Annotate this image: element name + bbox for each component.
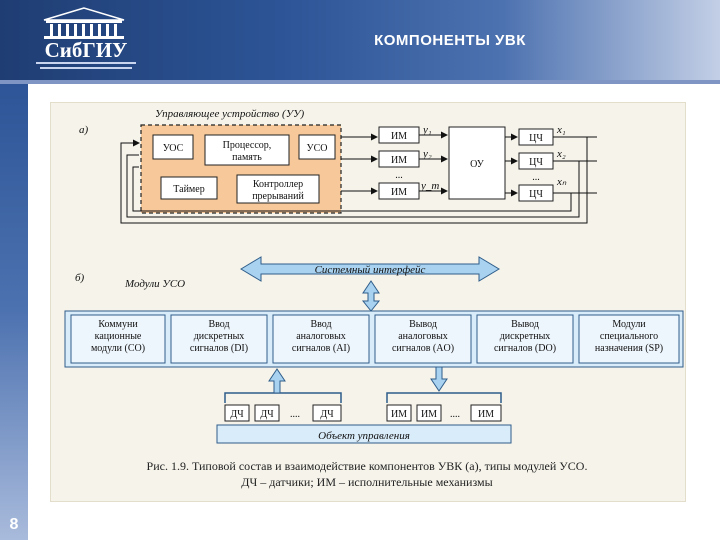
actuator-bracket — [386, 392, 502, 403]
header-rule — [0, 80, 720, 84]
svg-text:сигналов (DO): сигналов (DO) — [494, 343, 556, 354]
page-title: КОМПОНЕНТЫ УВК — [374, 32, 526, 49]
figure-caption: Рис. 1.9. Типовой состав и взаимодействи… — [50, 458, 684, 490]
sensors-to-modules-arrow — [268, 368, 286, 394]
cpu-memory-block — [204, 134, 290, 166]
caption-line-2: ДЧ – датчики; ИМ – исполнительные механи… — [241, 475, 493, 489]
signal-x1: x₁ — [556, 124, 566, 136]
logo-text: СибГИУ — [44, 38, 128, 62]
svg-text:ИМ: ИМ — [391, 409, 407, 420]
ou-label: ОУ — [470, 159, 485, 170]
svg-text:ИМ: ИМ — [478, 409, 494, 420]
svg-text:сигналов (AI): сигналов (AI) — [292, 343, 350, 354]
interrupt-controller-block — [236, 174, 320, 204]
diagram-figure: а) Управляющее устройство (УУ) УОС Проце… — [50, 102, 686, 502]
module-di: Ввод дискретных сигналов (DI) — [170, 314, 268, 364]
module-sp: Модули специального назначения (SP) — [578, 314, 680, 364]
slide-number: 8 — [9, 516, 19, 533]
svg-text:кационные: кационные — [95, 331, 142, 342]
signal-y1: y₁ — [422, 124, 432, 136]
sensor-row: ДЧ ДЧ .... ДЧ — [224, 404, 342, 422]
control-object-label: Объект управления — [318, 430, 410, 442]
im-dots: ... — [395, 170, 403, 181]
left-sidebar-bar — [0, 84, 28, 540]
svg-text:ДЧ: ДЧ — [260, 409, 274, 420]
im-label-2: ИМ — [391, 155, 407, 166]
svg-text:модули (CO): модули (CO) — [91, 343, 145, 354]
svg-text:ДЧ: ДЧ — [320, 409, 334, 420]
timer-label: Таймер — [173, 184, 204, 195]
im-label-m: ИМ — [391, 187, 407, 198]
svg-text:Коммуни: Коммуни — [98, 319, 138, 330]
signal-ym: y_m — [420, 180, 439, 192]
part-a-marker: а) — [79, 124, 89, 136]
svg-text:Модули: Модули — [612, 319, 646, 330]
svg-text:назначения (SP): назначения (SP) — [595, 343, 663, 354]
cpu-label-1: Процессор, — [223, 140, 272, 151]
components-diagram: а) Управляющее устройство (УУ) УОС Проце… — [64, 108, 684, 444]
ou-block — [448, 126, 506, 200]
svg-text:ДЧ: ДЧ — [230, 409, 244, 420]
module-ao: Вывод аналоговых сигналов (AO) — [374, 314, 472, 364]
logo-underline — [36, 62, 136, 64]
building-icon — [43, 7, 125, 39]
svg-text:Ввод: Ввод — [310, 319, 331, 330]
svg-text:Вывод: Вывод — [409, 319, 437, 330]
signal-y2: y₂ — [422, 148, 432, 160]
uos-label: УОС — [163, 143, 184, 154]
chch-label-n: ЦЧ — [529, 189, 543, 200]
svg-text:аналоговых: аналоговых — [398, 331, 448, 342]
modules-to-actuators-arrow — [430, 366, 448, 392]
bus-modules-arrow — [361, 280, 381, 312]
svg-text:....: .... — [290, 409, 300, 420]
svg-text:Вывод: Вывод — [511, 319, 539, 330]
cpu-label-2: память — [232, 152, 262, 163]
logo-underline-2 — [40, 67, 132, 69]
timer-block — [160, 176, 218, 200]
module-ai: Ввод аналоговых сигналов (AI) — [272, 314, 370, 364]
system-bus-arrow — [240, 256, 500, 282]
svg-text:специального: специального — [600, 331, 658, 342]
signal-xn: xₙ — [556, 176, 567, 188]
svg-text:....: .... — [450, 409, 460, 420]
svg-text:дискретных: дискретных — [194, 331, 245, 342]
actuator-row: ИМ ИМ .... ИМ — [386, 404, 502, 422]
university-logo: СибГИУ — [30, 4, 138, 74]
control-object — [216, 424, 512, 444]
interrupt-label-2: прерываний — [252, 191, 304, 202]
module-co: Коммуни кационные модули (CO) — [70, 314, 166, 364]
svg-text:дискретных: дискретных — [500, 331, 551, 342]
chch-label-2: ЦЧ — [529, 157, 543, 168]
svg-text:аналоговых: аналоговых — [296, 331, 346, 342]
chch-label-1: ЦЧ — [529, 133, 543, 144]
modules-label: Модули УСО — [124, 278, 185, 290]
svg-text:сигналов (DI): сигналов (DI) — [190, 343, 248, 354]
chch-dots: ... — [532, 172, 540, 183]
uos-block — [152, 134, 194, 160]
caption-line-1: Рис. 1.9. Типовой состав и взаимодействи… — [146, 459, 588, 473]
svg-text:сигналов (AO): сигналов (AO) — [392, 343, 454, 354]
sensor-bracket — [224, 392, 342, 403]
uso-block — [298, 134, 336, 160]
slide-header — [0, 0, 720, 80]
interrupt-label-1: Контроллер — [253, 179, 303, 190]
part-b-marker: б) — [75, 272, 85, 284]
svg-text:ИМ: ИМ — [421, 409, 437, 420]
system-bus-label: Системный интерфейс — [315, 264, 426, 276]
part-a-connections — [120, 131, 597, 224]
svg-text:Ввод: Ввод — [208, 319, 229, 330]
uso-label: УСО — [307, 143, 328, 154]
im-label-1: ИМ — [391, 131, 407, 142]
module-do: Вывод дискретных сигналов (DO) — [476, 314, 574, 364]
uu-group-label: Управляющее устройство (УУ) — [155, 108, 305, 120]
signal-x2: x₂ — [556, 148, 566, 160]
